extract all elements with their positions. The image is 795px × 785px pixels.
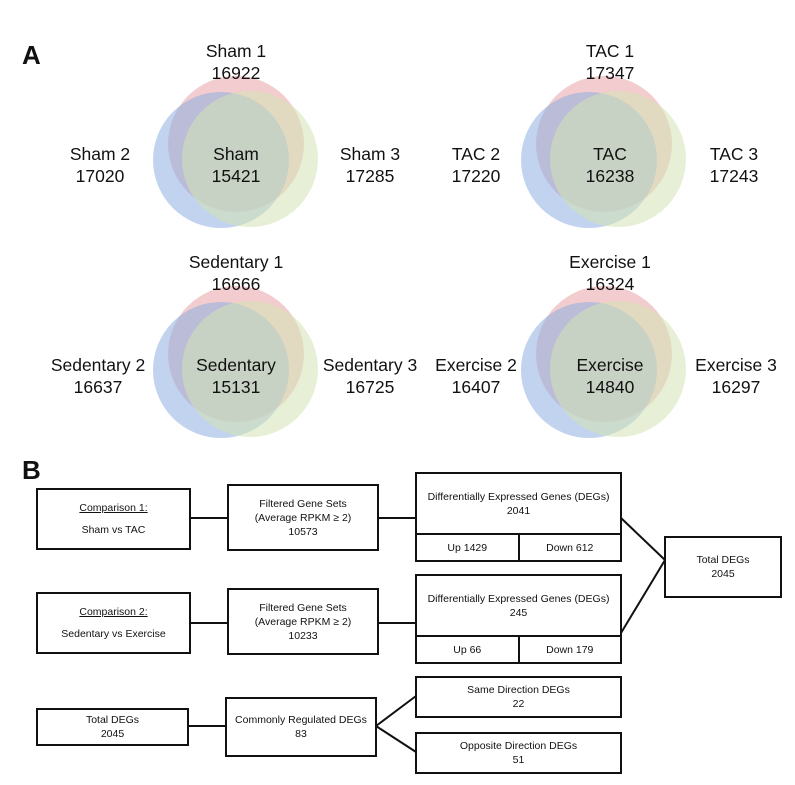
degs-1-up: Up 1429 [447,541,488,554]
total-degs-right-box: Total DEGs 2045 [664,536,782,598]
connector-degs2-total [620,559,666,634]
opposite-direction-degs-box: Opposite Direction DEGs 51 [415,732,622,774]
commonly-regulated-degs-box: Commonly Regulated DEGs 83 [225,697,377,757]
venn-circles [153,76,318,228]
venn-circle-right [182,301,318,437]
venn-sedentary [100,248,340,438]
filtered-gene-sets-2-box: Filtered Gene Sets (Average RPKM ≥ 2) 10… [227,588,379,655]
venn-circles [521,286,686,438]
panel-b-letter: B [22,455,41,485]
connector-degs1-total [620,517,666,561]
venn-circles [521,76,686,228]
comparison-1-box: Comparison 1: Sham vs TAC [36,488,191,550]
connector-common-opposite [375,725,417,753]
venn-exercise [468,248,708,438]
venn-circle-right [550,301,686,437]
connector-common-same [375,695,417,727]
degs-2-down: Down 179 [517,637,621,662]
comparison-2-box: Comparison 2: Sedentary vs Exercise [36,592,191,654]
venn-circle-right [550,91,686,227]
total-degs-left-box: Total DEGs 2045 [36,708,189,746]
degs-1-down: Down 612 [517,535,621,560]
degs-2-up: Up 66 [453,643,482,656]
venn-sham [100,38,340,228]
venn-circles [153,286,318,438]
panel-a-letter: A [22,40,41,70]
filtered-gene-sets-1-box: Filtered Gene Sets (Average RPKM ≥ 2) 10… [227,484,379,551]
degs-2-box: Differentially Expressed Genes (DEGs) 24… [415,574,622,664]
degs-1-box: Differentially Expressed Genes (DEGs) 20… [415,472,622,562]
venn-tac [468,38,708,228]
same-direction-degs-box: Same Direction DEGs 22 [415,676,622,718]
venn-circle-right [182,91,318,227]
